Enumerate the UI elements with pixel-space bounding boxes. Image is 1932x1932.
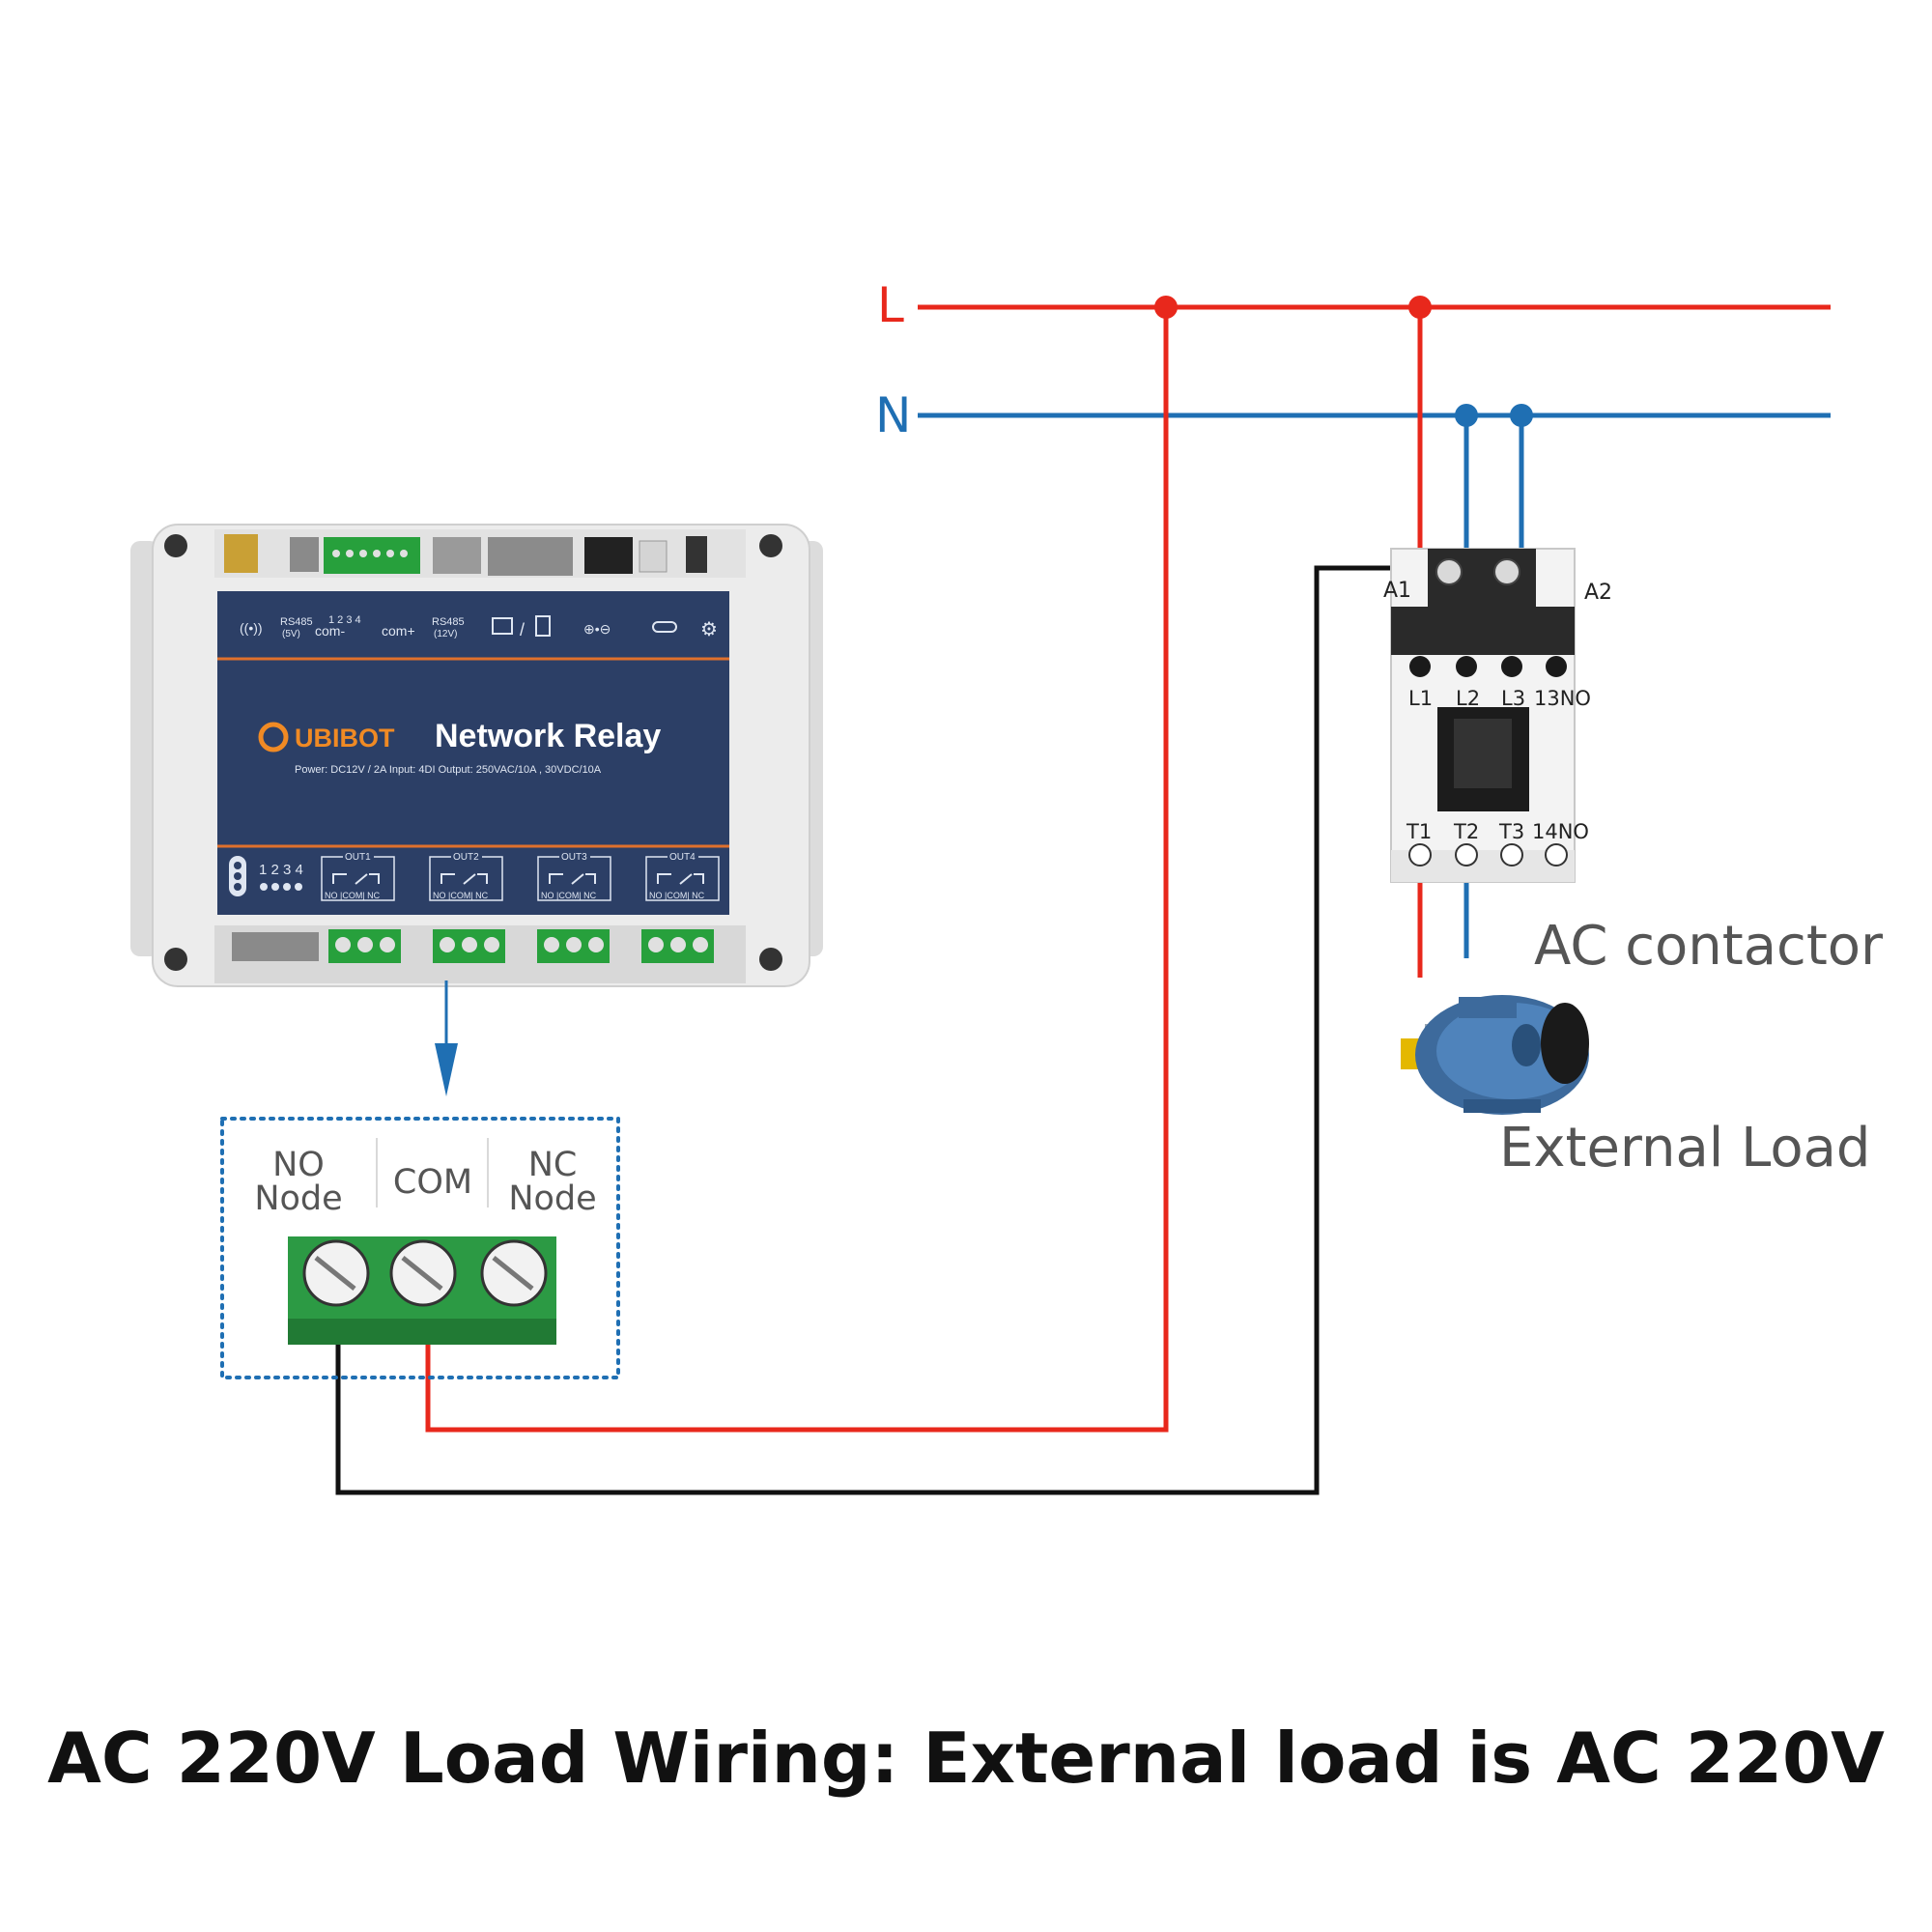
product-name: Network Relay: [435, 718, 661, 754]
svg-text:/: /: [520, 620, 525, 639]
com-screw: [389, 1239, 457, 1307]
term-14no-label: 14NO: [1532, 820, 1589, 843]
terminal-13no: [1546, 656, 1567, 677]
neutral-label: N: [875, 387, 911, 443]
terminal-l2: [1456, 656, 1477, 677]
terminal-t2: [1455, 843, 1478, 867]
usb-c-icon: [652, 621, 677, 633]
term-l2-label: L2: [1456, 687, 1480, 710]
svg-text:NO |COM| NC: NO |COM| NC: [649, 891, 705, 900]
terminal-zoom-box: [220, 1117, 620, 1379]
svg-text:OUT3: OUT3: [561, 852, 587, 863]
com-wire-red: [425, 307, 1169, 1433]
nc-node-label-1: NC: [528, 1146, 578, 1184]
com-minus-label: com-: [315, 623, 345, 639]
term-13no-label: 13NO: [1534, 687, 1591, 710]
term-t1-label: T1: [1406, 820, 1432, 843]
rs485-5v-label: RS485: [280, 616, 313, 628]
a1-label: A1: [1383, 579, 1411, 603]
mount-hole-bl: [164, 948, 187, 971]
svg-text:OUT4: OUT4: [669, 852, 696, 863]
usb-port: [639, 540, 668, 573]
motor-icon: [1401, 995, 1589, 1115]
rs485-12v-label: RS485: [432, 616, 465, 628]
no-node-label-1: NO: [272, 1146, 325, 1184]
external-load-label: External Load: [1499, 1117, 1870, 1179]
svg-text:NO |COM| NC: NO |COM| NC: [325, 891, 381, 900]
terminal-t1: [1408, 843, 1432, 867]
antenna-connector: [224, 534, 258, 573]
contactor-label: AC contactor: [1534, 915, 1884, 978]
ethernet-port: [488, 537, 573, 576]
nc-screw: [480, 1239, 548, 1307]
sim-icon: [535, 615, 551, 637]
mount-hole-tl: [164, 534, 187, 557]
no-screw: [302, 1239, 370, 1307]
svg-text:NO |COM| NC: NO |COM| NC: [541, 891, 597, 900]
terminal-block-zoom: [288, 1236, 556, 1345]
no-node-label-2: Node: [254, 1179, 342, 1218]
out4-terminal-label: OUT4 NO |COM| NC: [645, 850, 720, 901]
settings-gear-icon: ⚙: [700, 619, 718, 640]
ubibot-logo-icon: [258, 722, 289, 753]
mount-hole-tr: [759, 534, 782, 557]
nc-node-label-2: Node: [508, 1179, 596, 1218]
di-numbers: 1 2 3 4: [259, 862, 303, 878]
zoom-arrow-head: [435, 1043, 458, 1096]
terminal-l3: [1501, 656, 1522, 677]
terminal-t3: [1500, 843, 1523, 867]
network-relay-device: ((•)) RS485 (5V) com- 1 2 3 4 com+ RS485…: [130, 524, 823, 987]
out2-terminal-label: OUT2 NO |COM| NC: [429, 850, 503, 901]
brand-name: UBIBOT: [295, 724, 395, 753]
term-t2-label: T2: [1453, 820, 1479, 843]
rs485-5v-sub: (5V): [282, 629, 300, 639]
out1-terminal-label: OUT1 NO |COM| NC: [321, 850, 395, 901]
caption: AC 220V Load Wiring: External load is AC…: [47, 1718, 1885, 1799]
svg-text:OUT1: OUT1: [345, 852, 371, 863]
dc-polarity-icon: ⊕•⊖: [583, 621, 611, 637]
out3-terminal-label: OUT3 NO |COM| NC: [537, 850, 611, 901]
power-jack: [584, 537, 633, 574]
com-plus-label: com+: [382, 623, 415, 639]
inputs-label: 1 2 3 4: [328, 614, 361, 626]
rs485-12v-sub: (12V): [434, 629, 457, 639]
term-t3-label: T3: [1498, 820, 1524, 843]
terminal-14no: [1545, 843, 1568, 867]
terminal-l1: [1409, 656, 1431, 677]
wifi-icon: ((•)): [240, 620, 263, 636]
term-l1-label: L1: [1408, 687, 1433, 710]
ethernet-icon: [492, 617, 513, 635]
svg-text:NO |COM| NC: NO |COM| NC: [433, 891, 489, 900]
a2-label: A2: [1584, 581, 1612, 605]
term-l3-label: L3: [1501, 687, 1525, 710]
spec-line: Power: DC12V / 2A Input: 4DI Output: 250…: [295, 764, 602, 776]
com-label: COM: [393, 1163, 472, 1202]
ac-contactor: [1390, 548, 1576, 883]
no-wire-black: [335, 565, 1408, 1495]
coil-screw-a2: [1493, 558, 1520, 585]
mount-hole-br: [759, 948, 782, 971]
line-label: L: [877, 277, 904, 333]
coil-screw-a1: [1435, 558, 1463, 585]
svg-text:OUT2: OUT2: [453, 852, 479, 863]
